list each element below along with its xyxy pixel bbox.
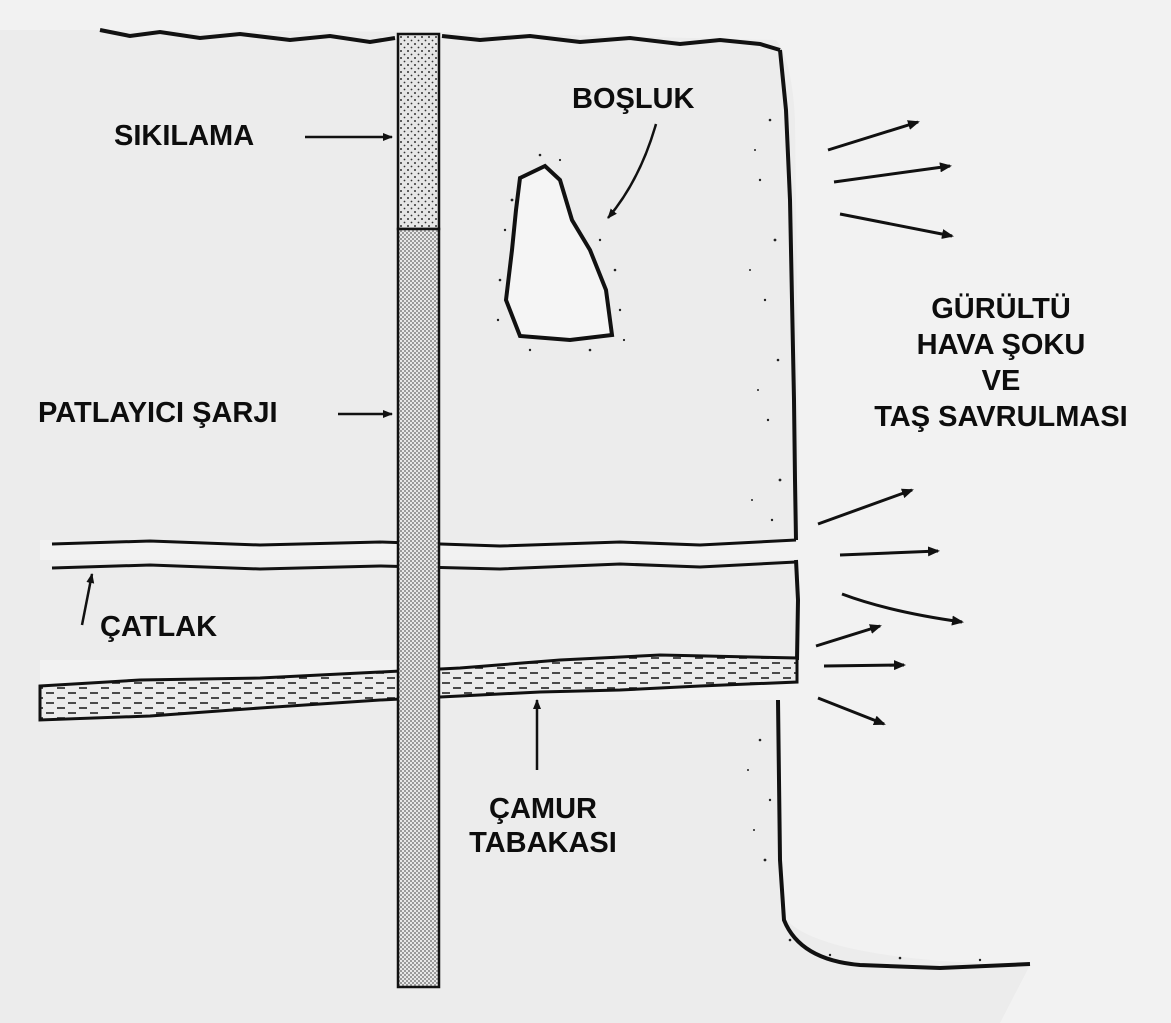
ground-surface bbox=[99, 28, 396, 45]
free-face-mid bbox=[794, 559, 801, 661]
mud-seam-label: ÇAMUR TABAKASI bbox=[448, 793, 638, 860]
free-face-low bbox=[776, 699, 1031, 971]
mud-seam-label-line1: ÇAMUR bbox=[489, 793, 597, 825]
rock-mass bbox=[0, 30, 1030, 1023]
effects-label: GÜRÜLTÜ HAVA ŞOKU VE TAŞ SAVRULMASI bbox=[846, 293, 1156, 434]
face-stipple bbox=[747, 118, 982, 962]
explosive-charge-label: PATLAYICI ŞARJI bbox=[38, 397, 278, 429]
crack-arrow bbox=[80, 573, 95, 626]
ground-surface-right bbox=[441, 33, 781, 52]
crack-label: ÇATLAK bbox=[100, 611, 218, 643]
stemming-column bbox=[396, 32, 441, 231]
stemming-label: SIKILAMA bbox=[114, 120, 255, 152]
cavity bbox=[503, 163, 615, 343]
effects-label-line3: VE bbox=[981, 364, 1021, 397]
effects-label-line4: TAŞ SAVRULMASI bbox=[874, 400, 1128, 433]
effects-label-line2: HAVA ŞOKU bbox=[916, 328, 1086, 361]
free-face bbox=[778, 49, 798, 541]
mud-seam-label-line2: TABAKASI bbox=[469, 826, 617, 859]
effects-label-line1: GÜRÜLTÜ bbox=[931, 293, 1071, 325]
cavity-arrow bbox=[607, 123, 658, 219]
charge-column bbox=[396, 227, 441, 989]
cavity-stipple bbox=[496, 153, 626, 352]
cavity-label: BOŞLUK bbox=[572, 83, 695, 115]
effect-arrows bbox=[815, 120, 964, 726]
